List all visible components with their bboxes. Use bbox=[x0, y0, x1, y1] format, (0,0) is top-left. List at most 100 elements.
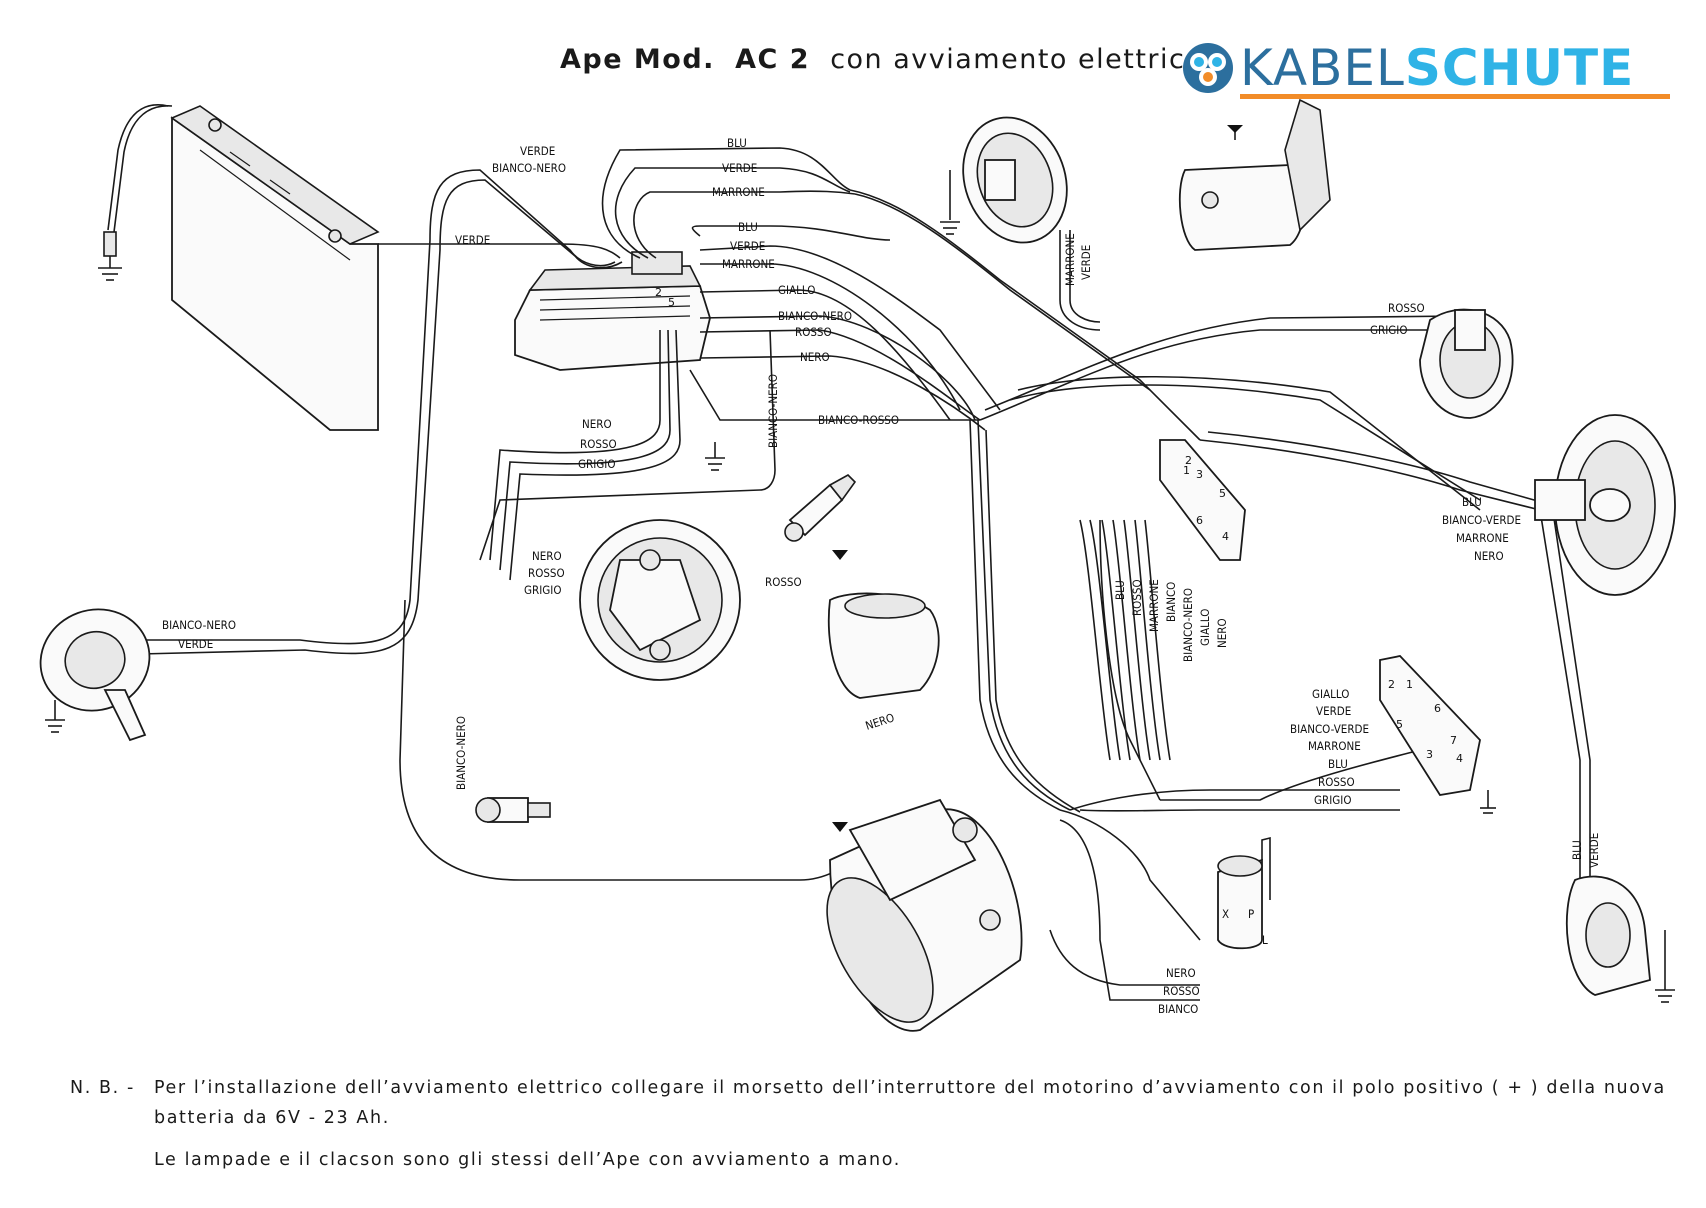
wire-label: BIANCO bbox=[1164, 582, 1178, 622]
wire-label: BLU bbox=[738, 220, 758, 234]
terminal-label: 6 bbox=[1434, 702, 1441, 715]
ground-icon bbox=[1655, 930, 1675, 1003]
tail-light bbox=[1419, 308, 1514, 419]
wire-label: GRIGIO bbox=[1370, 323, 1407, 337]
wire-label: GIALLO bbox=[1198, 609, 1212, 646]
ground-icon bbox=[705, 442, 725, 471]
terminal-label: 4 bbox=[1222, 530, 1229, 543]
wire-label: VERDE bbox=[1316, 704, 1351, 718]
wire-label: VERDE bbox=[520, 144, 555, 158]
wire-label: BIANCO-NERO bbox=[454, 716, 468, 790]
terminal-label: L bbox=[1262, 933, 1268, 947]
wire-label: BLU bbox=[1328, 757, 1348, 771]
wire-labels: VERDE BIANCO-NERO VERDE BLU VERDE MARRON… bbox=[162, 136, 1601, 1016]
ground-icon bbox=[98, 231, 122, 281]
wire-label: MARRONE bbox=[1456, 531, 1509, 545]
title-suffix: con avviamento elettrico bbox=[830, 44, 1204, 75]
wire-label: GRIGIO bbox=[1314, 793, 1351, 807]
title-model: AC 2 bbox=[735, 44, 811, 75]
spark-plug bbox=[784, 474, 857, 542]
horn-left bbox=[39, 608, 151, 742]
terminal-label: 1 bbox=[1183, 464, 1190, 477]
brand-wordmark: KABELSCHUTE bbox=[1240, 40, 1634, 96]
ground-icon bbox=[45, 700, 65, 733]
brand-part2: SCHUTE bbox=[1404, 39, 1635, 97]
title-prefix: Ape Mod. bbox=[560, 44, 715, 75]
wire-label: VERDE bbox=[1587, 833, 1601, 868]
terminal-label: 7 bbox=[1450, 734, 1457, 747]
wire-label: ROSSO bbox=[795, 325, 832, 339]
diagram-title: Ape Mod. AC 2 con avviamento elettrico bbox=[560, 44, 1203, 75]
wire-label: ROSSO bbox=[528, 566, 565, 580]
svg-text:2: 2 bbox=[655, 286, 662, 299]
wire-label: NERO bbox=[1166, 966, 1196, 980]
wire-label: BIANCO-NERO bbox=[778, 309, 852, 323]
wire-label: GRIGIO bbox=[578, 457, 615, 471]
terminal-label: 1 bbox=[1406, 678, 1413, 691]
wire-label: BIANCO-VERDE bbox=[1290, 722, 1369, 736]
horn-unit bbox=[1178, 98, 1331, 251]
ground-icon bbox=[832, 550, 848, 560]
wire-label: BLU bbox=[1113, 580, 1127, 600]
wire-label: VERDE bbox=[730, 239, 765, 253]
ignition-coil bbox=[827, 592, 940, 699]
terminal-label: 3 bbox=[1426, 748, 1433, 761]
wire-label: NERO bbox=[1474, 549, 1504, 563]
wire-label: GIALLO bbox=[778, 283, 815, 297]
starter-motor bbox=[826, 798, 1023, 1032]
wire-label: MARRONE bbox=[1147, 579, 1161, 632]
wire-label: BIANCO-ROSSO bbox=[818, 413, 899, 427]
wire-label: BLU bbox=[1462, 495, 1482, 509]
note-prefix: N. B. - bbox=[70, 1078, 135, 1098]
wire-label: NERO bbox=[864, 710, 896, 732]
battery bbox=[170, 105, 380, 431]
magneto-flywheel bbox=[579, 519, 741, 681]
wire-label: ROSSO bbox=[1163, 984, 1200, 998]
wire-label: MARRONE bbox=[1308, 739, 1361, 753]
ground-icon bbox=[1480, 790, 1496, 814]
wire-label: BIANCO-NERO bbox=[162, 618, 236, 632]
starter-switch: X P L bbox=[1217, 836, 1271, 950]
svg-text:5: 5 bbox=[668, 296, 675, 309]
wire-label: VERDE bbox=[1079, 245, 1093, 280]
brand-underline bbox=[1240, 94, 1670, 99]
terminal-label: 2 bbox=[1388, 678, 1395, 691]
wire-label: MARRONE bbox=[712, 185, 765, 199]
headlamp bbox=[1534, 414, 1676, 596]
ground-icon bbox=[1227, 125, 1243, 140]
wire-label: BIANCO-NERO bbox=[766, 374, 780, 448]
wire-label: ROSSO bbox=[1130, 579, 1144, 616]
brand-logo: KABELSCHUTE bbox=[1180, 40, 1680, 99]
wire-label: BIANCO-VERDE bbox=[1442, 513, 1521, 527]
wire-label: ROSSO bbox=[1318, 775, 1355, 789]
terminal-label: 5 bbox=[1219, 487, 1226, 500]
wire-label: GRIGIO bbox=[524, 583, 561, 597]
terminal-label: 3 bbox=[1196, 468, 1203, 481]
rear-lamp bbox=[962, 116, 1068, 244]
terminal-label: P bbox=[1248, 907, 1254, 921]
terminal-label: 5 bbox=[1396, 718, 1403, 731]
wire-label: NERO bbox=[532, 549, 562, 563]
note-line-3: Le lampade e il clacson sono gli stessi … bbox=[154, 1150, 901, 1170]
light-switch-lower: 2 1 6 5 7 3 4 bbox=[1379, 655, 1481, 796]
voltage-regulator: 2 5 bbox=[514, 251, 711, 371]
pressure-sender bbox=[475, 797, 551, 823]
wire-label: VERDE bbox=[722, 161, 757, 175]
wire-label: ROSSO bbox=[580, 437, 617, 451]
wire-label: BLU bbox=[727, 136, 747, 150]
ground-icon bbox=[940, 170, 960, 235]
note-line-1: Per l’installazione dell’avviamento elet… bbox=[154, 1078, 1666, 1098]
wire-label: BIANCO-NERO bbox=[492, 161, 566, 175]
wire-label: BIANCO bbox=[1158, 1002, 1198, 1016]
light-switch-upper: 1 2 3 5 6 4 bbox=[1159, 439, 1246, 561]
note-line-2: batteria da 6V - 23 Ah. bbox=[154, 1108, 390, 1128]
wire-label: VERDE bbox=[455, 233, 490, 247]
wire-label: ROSSO bbox=[765, 575, 802, 589]
wire-label: VERDE bbox=[178, 637, 213, 651]
brand-cable-icon bbox=[1183, 43, 1233, 93]
terminal-label: 4 bbox=[1456, 752, 1463, 765]
terminal-label: 6 bbox=[1196, 514, 1203, 527]
wire-label: ROSSO bbox=[1388, 301, 1425, 315]
